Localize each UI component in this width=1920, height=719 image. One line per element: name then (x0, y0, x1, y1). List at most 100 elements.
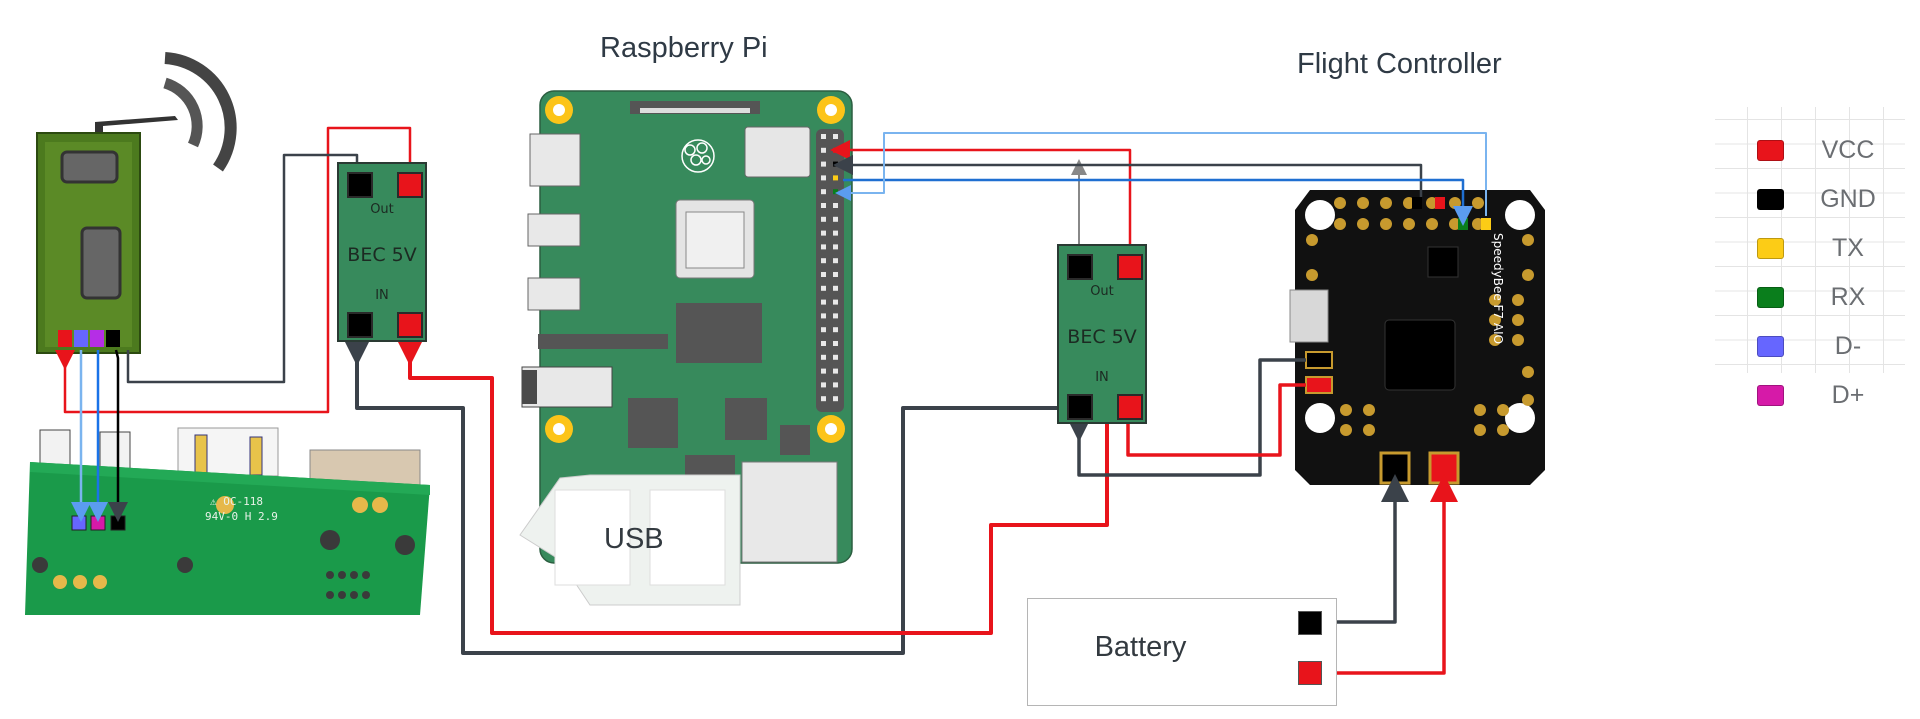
gpio-pin (821, 244, 826, 250)
legend-item-d: D- (1757, 331, 1907, 360)
gpio-pin (833, 216, 838, 222)
fc-solder-pad (1512, 314, 1524, 326)
fc-solder-pad (1512, 294, 1524, 306)
gpio-pin (833, 354, 838, 360)
gpio-pin (833, 313, 838, 319)
bec-right-in-vcc-pad (1117, 394, 1143, 420)
fc-solder-pad (1512, 334, 1524, 346)
fc-solder-pad (1474, 424, 1486, 436)
gpio-pin (833, 368, 838, 374)
gpio-pin (833, 244, 838, 250)
signal-wave-inner-icon (163, 77, 203, 148)
gpio-pin (833, 272, 838, 277)
bec-left-in-label: IN (375, 288, 389, 303)
wire-receiver-vcc (55, 126, 412, 414)
flight-controller-title: Flight Controller (1297, 48, 1502, 80)
battery-label: Battery (1094, 631, 1187, 663)
wire-rpi-gnd (833, 155, 1423, 197)
fc-solder-pad (1522, 366, 1534, 378)
usb-label: USB (604, 523, 664, 555)
bec-left-out-gnd-pad (347, 172, 373, 198)
legend-swatch (1757, 237, 1784, 259)
gpio-pin (833, 382, 838, 388)
bec-right-in-gnd-pad (1067, 394, 1093, 420)
legend-item-d: D+ (1757, 381, 1907, 409)
fc-solder-pad (1357, 197, 1369, 209)
gpio-pin (821, 258, 826, 264)
gpio-pin (833, 134, 838, 139)
legend-item-gnd: GND (1757, 184, 1907, 213)
wire-usb-gnd (108, 349, 128, 522)
wire-battery-gnd (1320, 474, 1409, 624)
wire-receiver-gnd (126, 153, 359, 384)
bec-left-in-gnd-pad (347, 312, 373, 338)
fc-solder-pad (1497, 424, 1509, 436)
legend-label: GND (1820, 184, 1876, 213)
usb-board-marking-1: ⚠ OC-118 (210, 495, 263, 508)
usb-board-marking-2: 94V-0 H 2.9 (205, 510, 278, 523)
legend-swatch (1757, 286, 1784, 308)
bec-right-out-vcc-pad (1117, 254, 1143, 280)
fc-solder-pad (1340, 404, 1352, 416)
fc-solder-pad (1334, 218, 1346, 230)
raspberry-pi-title: Raspberry Pi (600, 32, 768, 64)
fc-gnd-pad (1379, 451, 1411, 485)
fc-solder-pad (1474, 404, 1486, 416)
flight-controller-board: SpeedyBee F7 AIO (1289, 190, 1545, 485)
fc-solder-pad (1334, 197, 1346, 209)
gpio-pin (833, 396, 838, 402)
gpio-pin (833, 175, 838, 181)
gpio-pin (821, 313, 826, 319)
fc-solder-pad (1489, 314, 1501, 326)
bec-5v-left: Out BEC 5V IN (337, 162, 427, 342)
wire-bec1-in-gnd (341, 334, 1075, 655)
gpio-pin (821, 368, 826, 374)
usb-hub-board: ⚠ OC-118 94V-0 H 2.9 (25, 427, 430, 615)
gpio-pin (833, 299, 838, 305)
legend-swatch (1757, 384, 1784, 406)
gpio-pin (833, 189, 838, 195)
gpio-pin (821, 396, 826, 402)
signal-wave-outer-icon (164, 52, 237, 172)
wires (55, 126, 1487, 675)
legend-item-tx: TX (1757, 234, 1907, 262)
fc-solder-pad (1340, 424, 1352, 436)
gpio-pin (821, 327, 826, 333)
fc-solder-pad (1472, 197, 1484, 209)
gpio-pin (821, 216, 826, 222)
bec-left-name-label: BEC 5V (347, 244, 417, 266)
legend-item-vcc: VCC (1757, 136, 1907, 164)
gpio-pin (833, 341, 838, 346)
bec-right-name-label: BEC 5V (1067, 326, 1137, 348)
gpio-pin (833, 161, 838, 167)
gpio-pin (821, 382, 826, 388)
wire-bec2-in-gnd (1065, 358, 1306, 477)
wire-rpi-tx (843, 178, 1473, 226)
gpio-pin (833, 230, 838, 236)
gpio-pin (833, 203, 838, 208)
fc-solder-pad (1306, 234, 1318, 246)
fc-solder-pad (1426, 218, 1438, 230)
gpio-pin (821, 189, 826, 195)
wire-rpi-rx (835, 132, 1487, 216)
fc-solder-pad (1380, 218, 1392, 230)
gpio-pin (833, 327, 838, 333)
fc-solder-pad (1522, 269, 1534, 281)
bec-left-out-label: Out (370, 202, 394, 217)
fc-solder-pad (1522, 394, 1534, 406)
fc-solder-pad (1363, 404, 1375, 416)
fc-solder-pad (1306, 269, 1318, 281)
gpio-pin (821, 230, 826, 236)
raspberry-pi-board (519, 90, 853, 606)
bec-5v-right: Out BEC 5V IN (1057, 244, 1147, 424)
battery-gnd-terminal (1298, 611, 1322, 635)
gpio-pin (833, 147, 838, 153)
legend-label: D- (1834, 331, 1862, 360)
battery-vcc-terminal (1298, 661, 1322, 685)
legend-swatch (1757, 335, 1784, 357)
gpio-pin (821, 161, 826, 167)
gpio-pin (833, 285, 838, 291)
fc-solder-pad (1522, 234, 1534, 246)
